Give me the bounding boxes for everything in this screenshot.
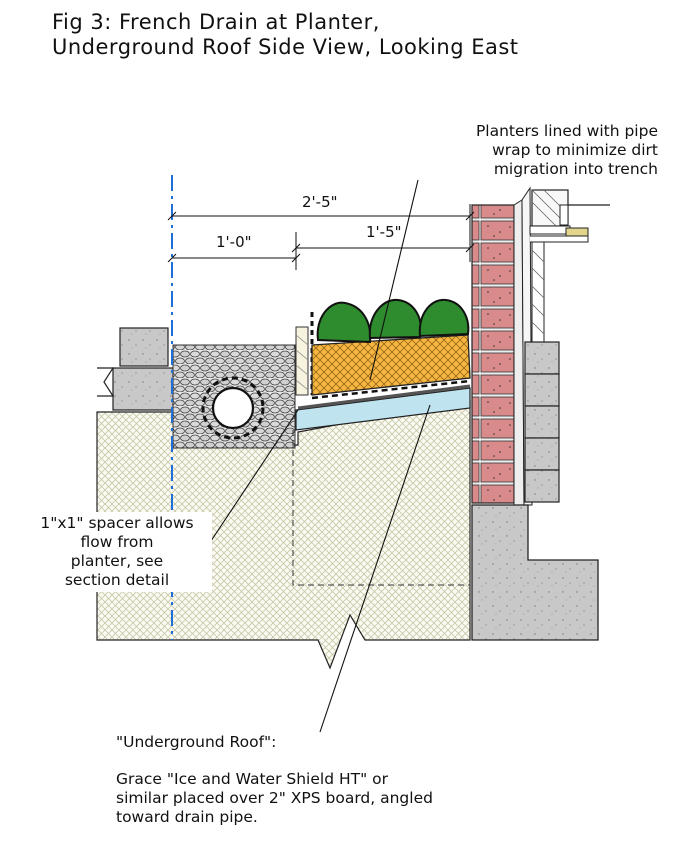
callout-spacer-line: planter, see — [70, 552, 164, 570]
left-concrete-block — [97, 327, 174, 411]
callout-planter-wrap-line: wrap to minimize dirt — [492, 141, 658, 159]
xps-board — [295, 387, 471, 431]
figure-title-line2: Underground Roof Side View, Looking East — [52, 35, 519, 59]
concrete-footing — [471, 504, 599, 641]
callout-planter-wrap: Planters lined with pipe wrap to minimiz… — [418, 122, 658, 179]
callout-underground-roof-heading: "Underground Roof": — [116, 733, 277, 751]
callout-spacer-line: 1"x1" spacer allows — [40, 514, 194, 532]
callout-underground-roof-body: Grace "Ice and Water Shield HT" or simil… — [116, 770, 536, 827]
spacer-post — [295, 326, 309, 396]
dimension-left: 1'-0" — [216, 233, 252, 251]
plants — [316, 298, 470, 344]
hidden-trench-outline — [292, 430, 470, 586]
foundation-blocks — [514, 341, 560, 555]
dimension-lines — [167, 204, 475, 270]
callout-spacer: 1"x1" spacer allows flow from planter, s… — [22, 512, 212, 592]
callout-spacer-line: flow from — [80, 533, 154, 551]
figure-title: Fig 3: French Drain at Planter, Undergro… — [52, 10, 519, 60]
callout-underground-roof-line: similar placed over 2" XPS board, angled — [116, 789, 433, 807]
callout-planter-wrap-line: Planters lined with pipe — [475, 122, 658, 140]
planter-box — [311, 334, 471, 396]
pipe-wrap — [201, 376, 265, 440]
callout-spacer-line: section detail — [64, 571, 170, 589]
dimension-overall: 2'-5" — [302, 193, 338, 211]
leader-lines — [204, 179, 431, 733]
drain-pipe — [211, 386, 255, 430]
callout-underground-roof-line: toward drain pipe. — [116, 808, 258, 826]
dimension-right: 1'-5" — [366, 223, 402, 241]
brick-wall — [471, 204, 515, 504]
callout-underground-roof-line: Grace "Ice and Water Shield HT" or — [116, 770, 388, 788]
figure-title-line1: Fig 3: French Drain at Planter, — [52, 10, 380, 34]
callout-planter-wrap-line: migration into trench — [493, 160, 658, 178]
